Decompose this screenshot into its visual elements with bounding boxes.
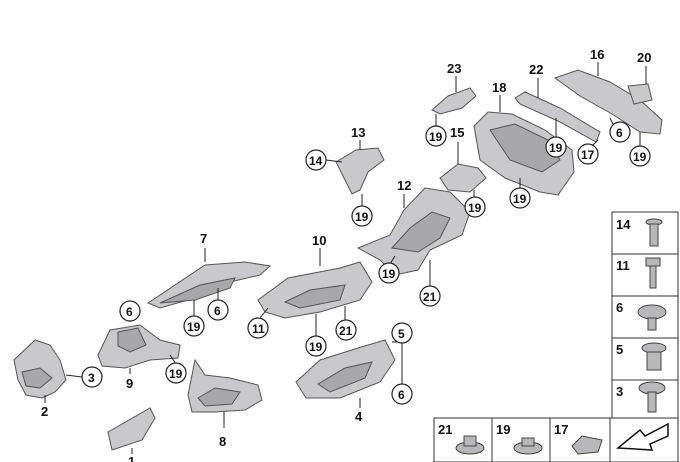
callout-19d — [351, 205, 373, 227]
label-part-19j: 19 — [633, 150, 647, 164]
label-part-22: 22 — [529, 62, 543, 77]
callout-19c — [305, 335, 327, 357]
label-part-4: 4 — [355, 409, 363, 424]
label-part-17: 17 — [581, 148, 595, 162]
callout-19e — [378, 262, 400, 284]
label-part-19a: 19 — [169, 367, 183, 381]
part-7-shield — [146, 261, 272, 309]
label-part-19e: 19 — [382, 267, 396, 281]
legend-cell-14 — [611, 211, 679, 255]
clip-5-icon — [641, 342, 667, 371]
label-part-12: 12 — [397, 178, 411, 193]
label-part-10: 10 — [312, 233, 326, 248]
label-part-20: 20 — [637, 50, 651, 65]
label-part-6c: 6 — [398, 388, 405, 402]
bolt-11-icon — [645, 257, 661, 289]
legend-label-3: 3 — [616, 384, 623, 399]
callout-6d — [609, 121, 631, 143]
direction-arrow-icon — [616, 422, 669, 451]
label-part-19f: 19 — [468, 201, 482, 215]
part-22-strip — [514, 91, 601, 143]
part-8-shield — [187, 358, 263, 413]
callout-17 — [577, 143, 599, 165]
part-1-bracket — [107, 407, 156, 451]
label-part-9: 9 — [126, 376, 133, 391]
callout-11 — [247, 317, 269, 339]
callout-19j — [629, 145, 651, 167]
label-part-6d: 6 — [616, 126, 623, 140]
legend-label-19: 19 — [496, 422, 510, 437]
nut-19-icon — [513, 437, 543, 455]
part-23-bracket — [431, 87, 477, 115]
label-part-19b: 19 — [187, 320, 201, 334]
label-part-1: 1 — [128, 454, 135, 462]
label-part-21b: 21 — [423, 290, 437, 304]
legend-label-6: 6 — [616, 300, 623, 315]
callout-19g — [425, 125, 447, 147]
callout-3 — [81, 366, 103, 388]
part-13-bracket — [335, 147, 385, 195]
label-part-19d: 19 — [355, 210, 369, 224]
callout-21 — [335, 319, 357, 341]
screw-14-icon — [645, 218, 663, 247]
nut-6-icon — [637, 304, 667, 331]
part-2-bracket — [13, 339, 67, 399]
label-part-23: 23 — [447, 61, 461, 76]
part-10-shield — [257, 261, 373, 319]
fastener-legend-bottom: 21 19 17 — [433, 417, 679, 462]
callout-14 — [305, 149, 327, 171]
legend-cell-21 — [433, 417, 493, 462]
part-4-shield — [295, 339, 396, 399]
part-18-heat-shield — [473, 111, 575, 196]
label-part-19g: 19 — [429, 130, 443, 144]
label-part-15: 15 — [450, 125, 464, 140]
callout-6 — [119, 300, 141, 322]
label-part-8: 8 — [219, 434, 226, 449]
part-20-plate — [627, 83, 653, 105]
part-16-heat-shield — [553, 69, 663, 135]
callout-19b — [183, 315, 205, 337]
part-12-shield — [356, 187, 471, 276]
legend-label-17: 17 — [554, 422, 568, 437]
legend-label-14: 14 — [616, 217, 631, 232]
label-part-6b: 6 — [214, 304, 221, 318]
label-part-5: 5 — [398, 327, 405, 341]
legend-label-5: 5 — [616, 342, 623, 357]
label-part-13: 13 — [351, 125, 365, 140]
label-part-19c: 19 — [309, 340, 323, 354]
clip-17-icon — [571, 435, 603, 455]
label-part-3: 3 — [88, 371, 95, 385]
legend-cell-19 — [491, 417, 551, 462]
label-part-19i: 19 — [549, 141, 563, 155]
fastener-legend-side: 14 11 6 5 3 — [611, 211, 679, 423]
callout-6b — [207, 299, 229, 321]
part-15-plate — [439, 163, 487, 193]
label-part-18: 18 — [492, 80, 506, 95]
legend-cell-11 — [611, 253, 679, 297]
label-part-21a: 21 — [339, 324, 353, 338]
label-part-14: 14 — [309, 154, 323, 168]
nut-21-icon — [455, 435, 485, 455]
legend-label-21: 21 — [438, 422, 452, 437]
label-part-6a: 6 — [126, 305, 133, 319]
callout-21b — [419, 285, 441, 307]
label-part-7: 7 — [200, 231, 207, 246]
label-part-16: 16 — [590, 47, 604, 62]
callout-19 — [165, 362, 187, 384]
callout-19h — [509, 187, 531, 209]
label-part-19h: 19 — [513, 192, 527, 206]
callout-6c — [391, 383, 413, 405]
screw-3-icon — [638, 381, 666, 413]
legend-label-11: 11 — [616, 258, 630, 273]
callout-19f — [464, 196, 486, 218]
callout-19i — [545, 136, 567, 158]
label-part-11: 11 — [252, 322, 265, 336]
part-9-bracket — [97, 324, 181, 369]
label-part-2: 2 — [41, 404, 48, 419]
